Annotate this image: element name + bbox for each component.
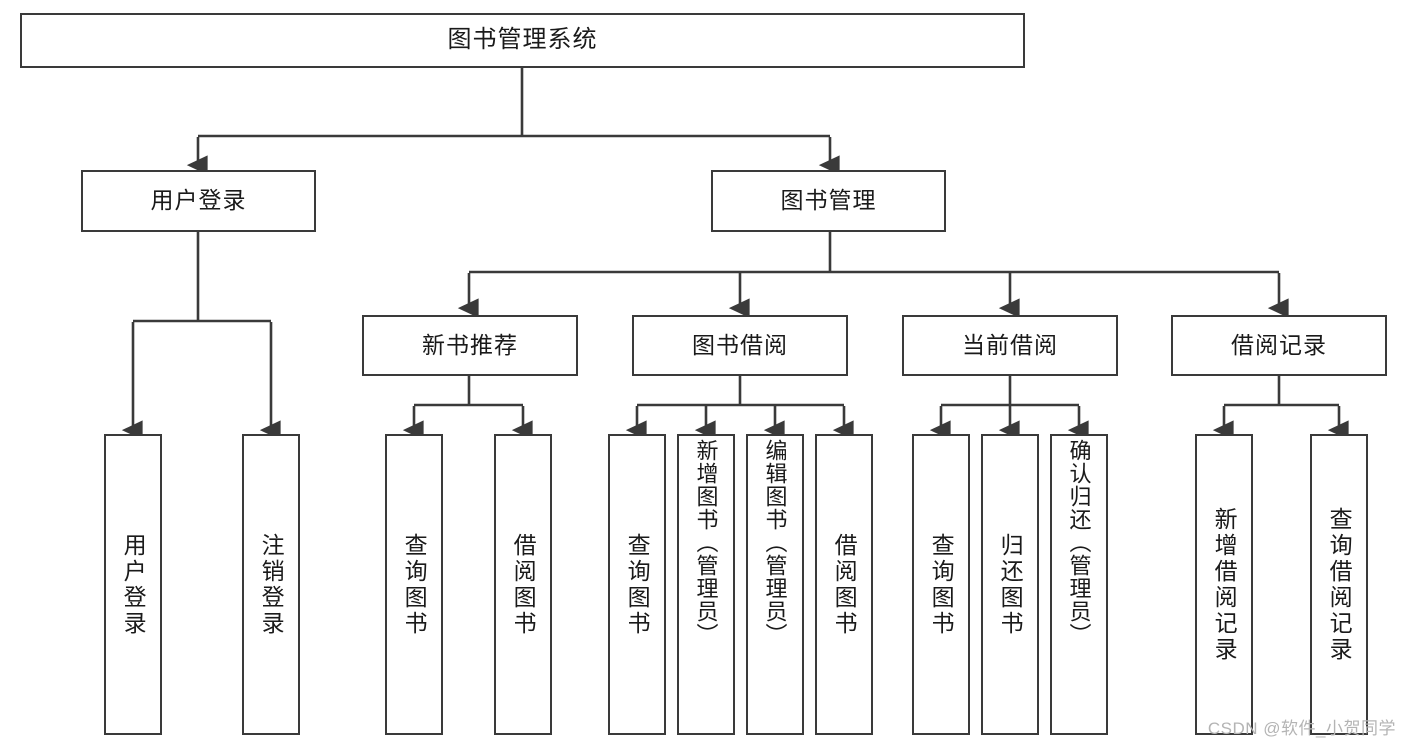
watermark: CSDN @软件_小贺同学 [1207,719,1396,738]
node-root[interactable]: 图书管理系统 [20,13,1025,68]
node-leaf-borrow-book-2[interactable]: 借阅图书 [815,434,873,735]
node-leaf-confirm-return-label: 确认归还（管理员） [1066,439,1092,646]
node-new-book-recommend-label: 新书推荐 [422,331,518,358]
node-leaf-query-borrow-record-label: 查询借阅记录 [1326,506,1353,663]
node-leaf-borrow-book-2-label: 借阅图书 [831,532,858,637]
node-leaf-borrow-book-1-label: 借阅图书 [510,532,537,637]
node-user-login[interactable]: 用户登录 [81,170,316,232]
node-new-book-recommend[interactable]: 新书推荐 [362,315,578,376]
node-leaf-add-book-label: 新增图书（管理员） [693,439,719,646]
node-current-borrow-label: 当前借阅 [962,331,1058,358]
node-leaf-query-book-1-label: 查询图书 [401,532,428,637]
node-leaf-query-book-3-label: 查询图书 [928,532,955,637]
node-leaf-logout-login[interactable]: 注销登录 [242,434,300,735]
node-book-management-label: 图书管理 [780,187,877,214]
node-leaf-add-borrow-record[interactable]: 新增借阅记录 [1195,434,1253,735]
node-borrow-record[interactable]: 借阅记录 [1171,315,1387,376]
node-leaf-logout-login-label: 注销登录 [258,532,285,637]
node-leaf-edit-book-label: 编辑图书（管理员） [762,439,788,646]
node-user-login-label: 用户登录 [150,187,247,214]
node-leaf-query-book-2-label: 查询图书 [624,532,651,637]
node-leaf-user-login-label: 用户登录 [120,532,147,637]
node-borrow-record-label: 借阅记录 [1231,331,1327,358]
node-leaf-borrow-book-1[interactable]: 借阅图书 [494,434,552,735]
node-root-label: 图书管理系统 [447,26,598,54]
node-leaf-query-book-3[interactable]: 查询图书 [912,434,970,735]
node-book-management[interactable]: 图书管理 [711,170,946,232]
node-leaf-return-book-label: 归还图书 [997,532,1024,637]
node-leaf-query-book-1[interactable]: 查询图书 [385,434,443,735]
node-leaf-add-borrow-record-label: 新增借阅记录 [1211,506,1238,663]
node-leaf-query-book-2[interactable]: 查询图书 [608,434,666,735]
node-leaf-user-login[interactable]: 用户登录 [104,434,162,735]
node-leaf-confirm-return[interactable]: 确认归还（管理员） [1050,434,1108,735]
node-book-borrow[interactable]: 图书借阅 [632,315,848,376]
node-current-borrow[interactable]: 当前借阅 [902,315,1118,376]
node-leaf-add-book[interactable]: 新增图书（管理员） [677,434,735,735]
node-leaf-query-borrow-record[interactable]: 查询借阅记录 [1310,434,1368,735]
node-leaf-return-book[interactable]: 归还图书 [981,434,1039,735]
node-book-borrow-label: 图书借阅 [692,331,788,358]
node-leaf-edit-book[interactable]: 编辑图书（管理员） [746,434,804,735]
